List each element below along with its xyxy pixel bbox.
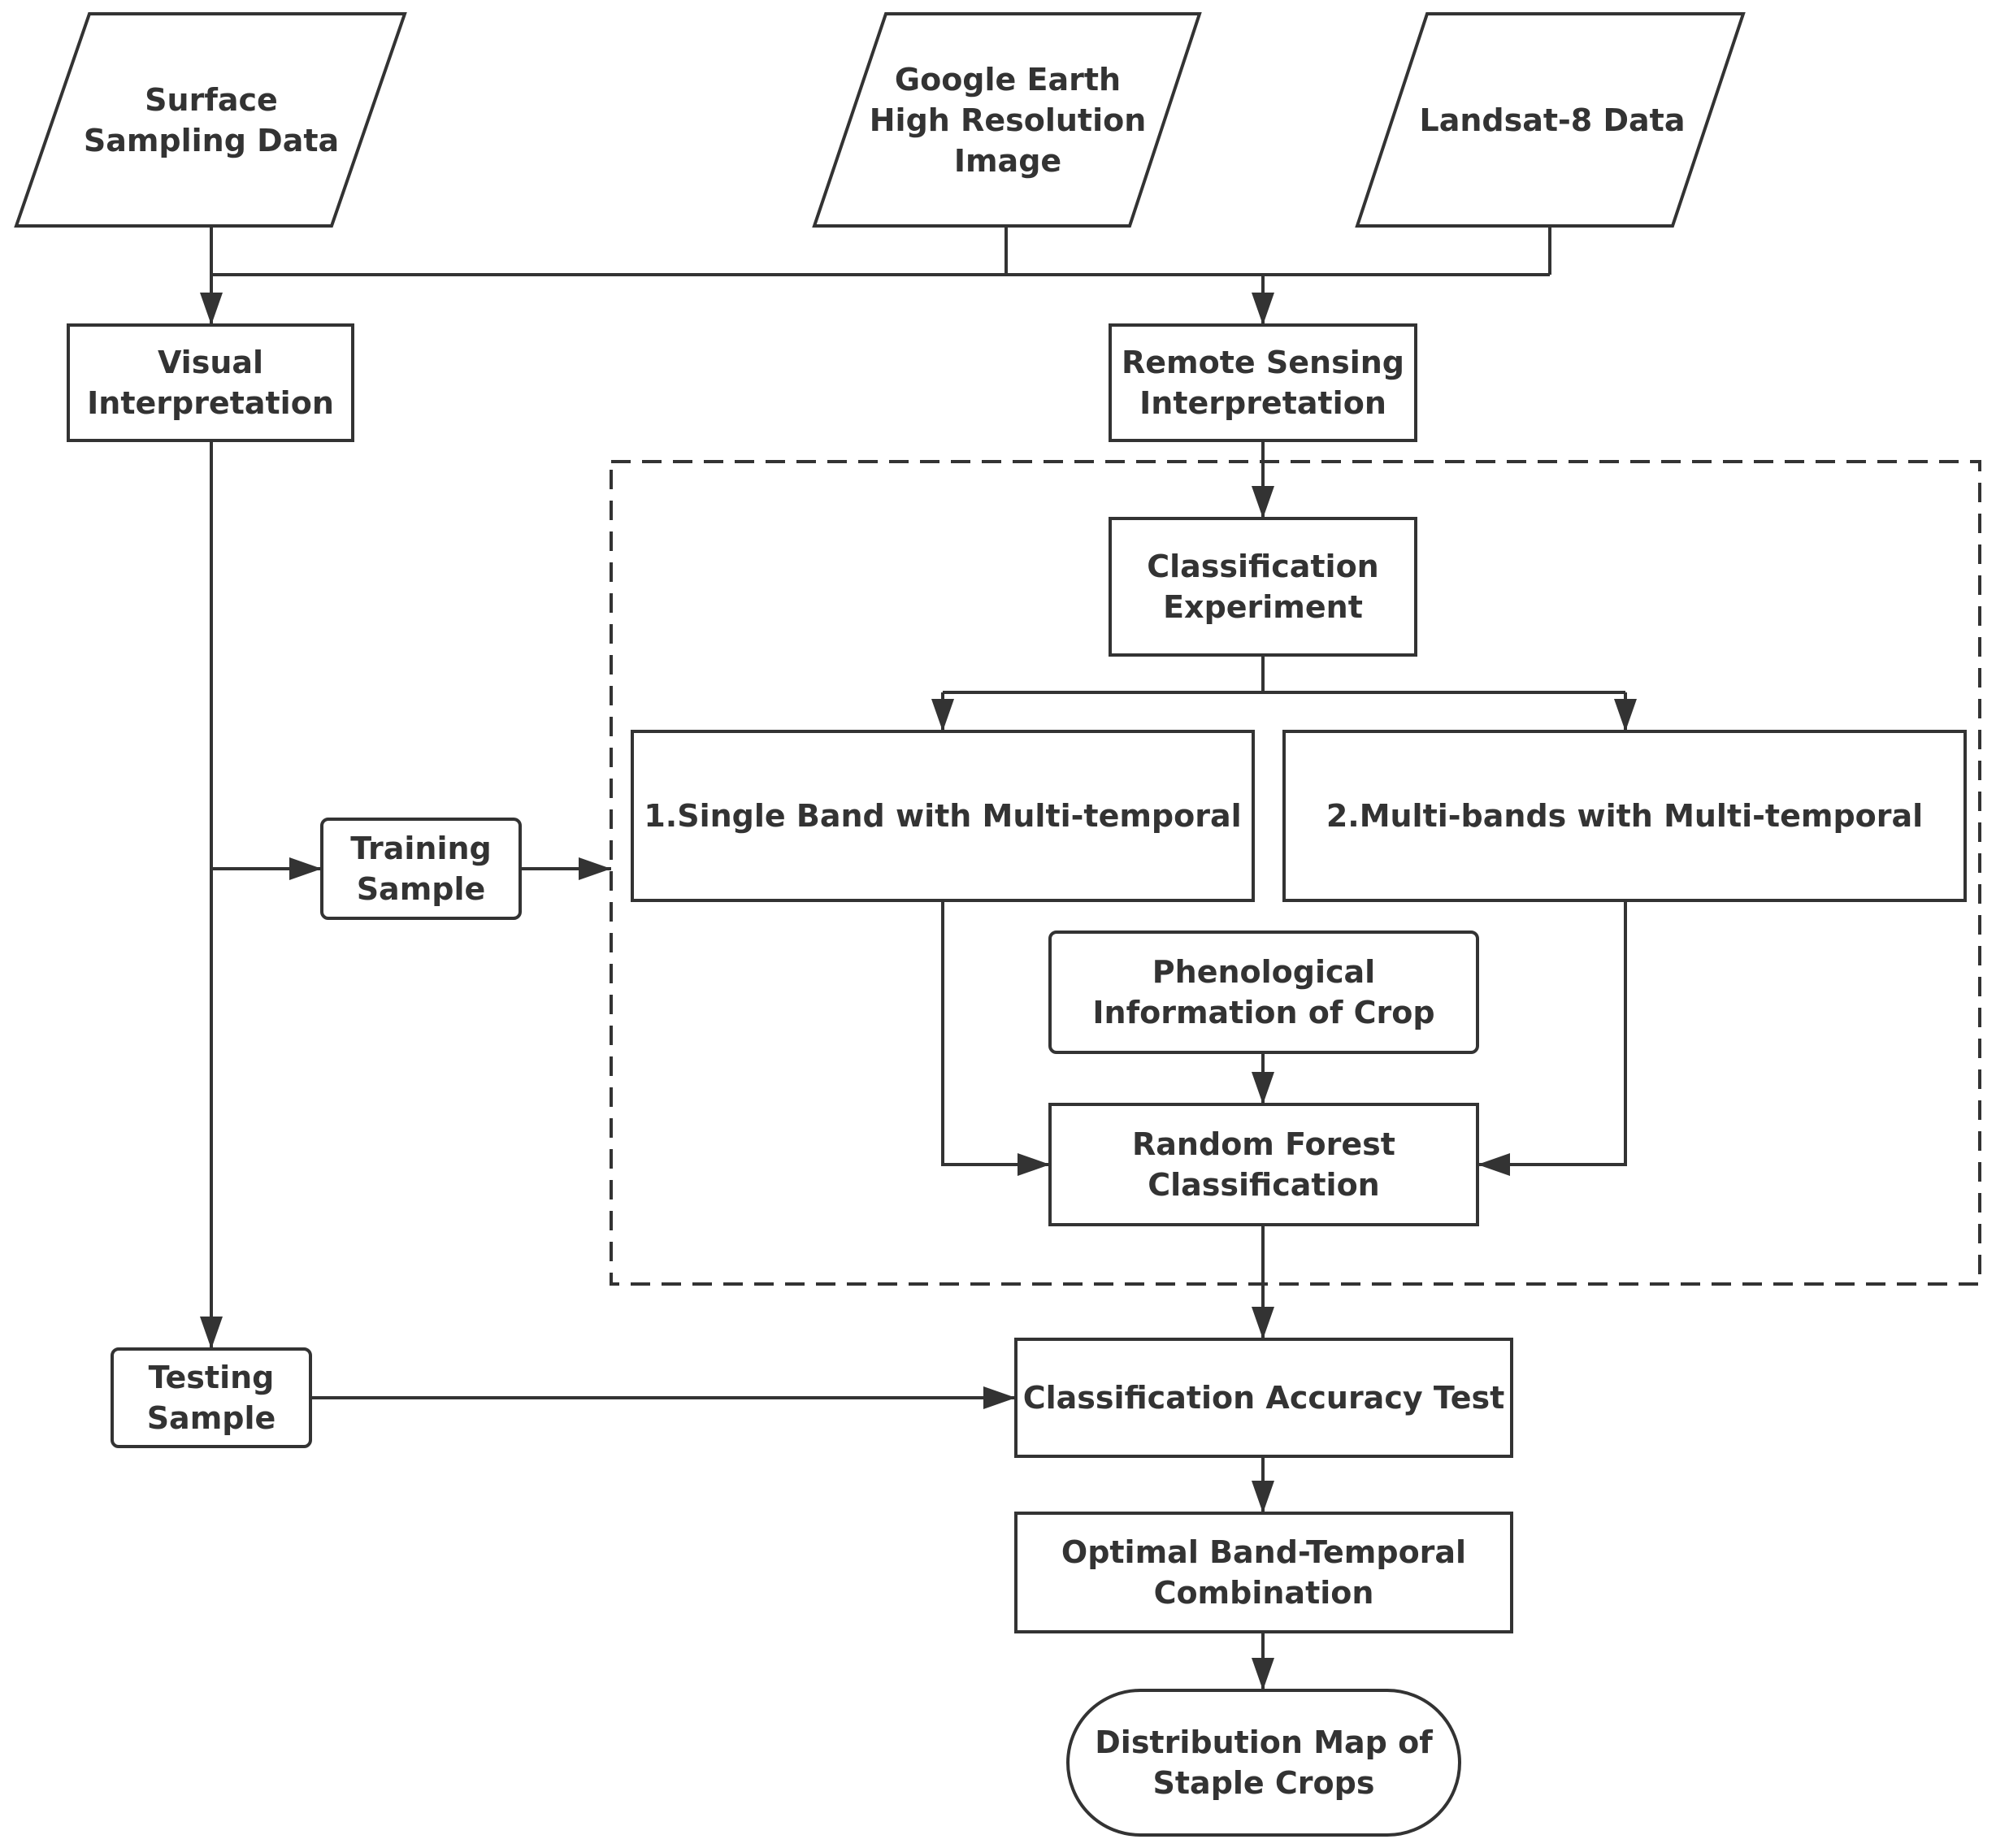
- landsat-data-shape: [1355, 12, 1746, 228]
- classification-group-boundary: [610, 460, 1981, 1286]
- training-sample-box: [320, 818, 522, 920]
- distribution-map-terminal: [1066, 1689, 1461, 1837]
- testing-sample-box: [111, 1347, 312, 1448]
- arrow-multi-bands-to-random-forest: [1477, 900, 1627, 1176]
- phenological-information-box: [1048, 931, 1479, 1054]
- surface-sampling-data-shape: [14, 12, 407, 228]
- random-forest-classification-box: [1048, 1103, 1479, 1226]
- multi-bands-multi-temporal-box: [1282, 730, 1967, 902]
- arrow-single-band-to-random-forest: [941, 900, 1050, 1176]
- remote-sensing-interpretation-box: [1109, 323, 1417, 442]
- visual-interpretation-box: [67, 323, 354, 442]
- single-band-multi-temporal-box: [631, 730, 1255, 902]
- google-earth-image-shape: [812, 12, 1202, 228]
- optimal-band-temporal-box: [1014, 1512, 1513, 1633]
- classification-experiment-box: [1109, 517, 1417, 657]
- classification-accuracy-test-box: [1014, 1338, 1513, 1458]
